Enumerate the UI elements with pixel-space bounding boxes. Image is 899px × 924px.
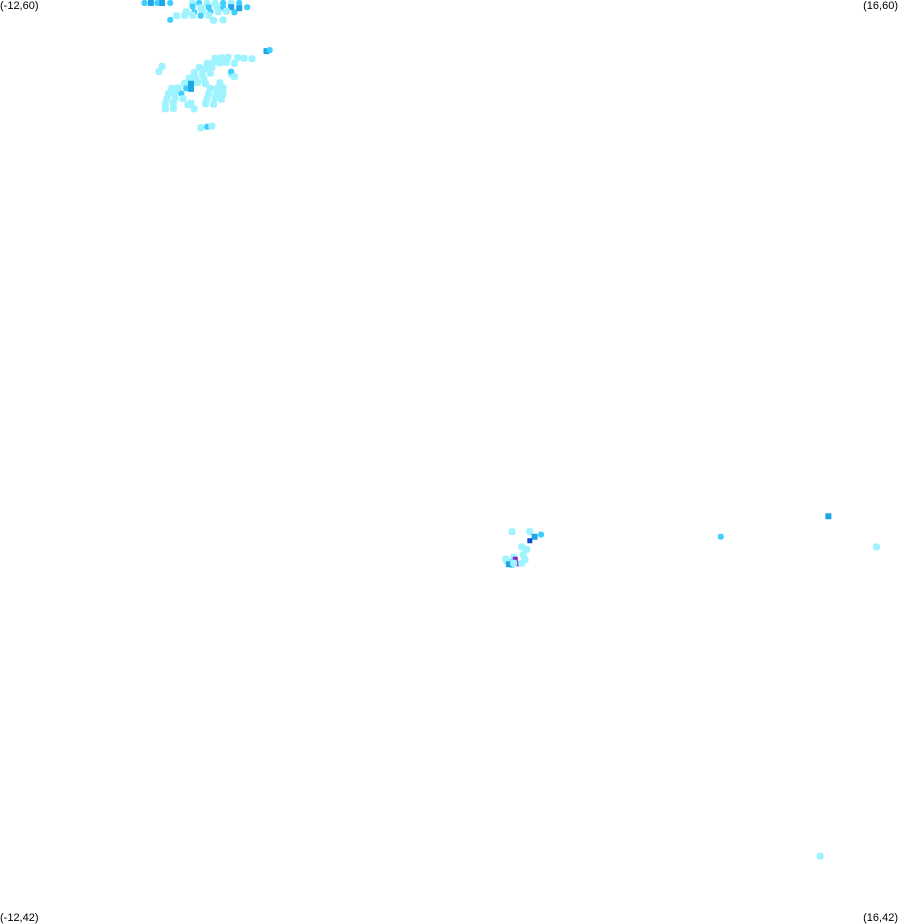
- radar-echo-light: [185, 74, 193, 82]
- radar-echo-strong: [147, 0, 154, 6]
- radar-echo-light: [206, 69, 214, 77]
- radar-echo-light: [205, 11, 213, 19]
- corner-label-bottom-left: (-12,42): [0, 912, 39, 924]
- radar-echo-light: [169, 104, 177, 112]
- radar-echo-light: [218, 95, 225, 103]
- radar-echo-medium: [205, 4, 212, 11]
- radar-echo-light: [184, 101, 192, 109]
- radar-echo-light: [161, 105, 169, 113]
- radar-echo-medium: [141, 0, 148, 6]
- radar-echo-light: [194, 79, 201, 87]
- radar-echo-medium: [538, 531, 544, 538]
- radar-echo-light: [508, 528, 516, 536]
- radar-echo-strong: [236, 5, 243, 12]
- corner-label-top-left: (-12,60): [0, 0, 39, 12]
- radar-echo-light: [181, 79, 189, 87]
- radar-echo-light: [214, 8, 222, 16]
- radar-echo-light: [210, 100, 217, 108]
- radar-echo-light: [190, 69, 198, 77]
- radar-echo-light: [202, 65, 209, 72]
- radar-echo-light: [173, 12, 181, 20]
- radar-echo-light: [521, 556, 529, 564]
- radar-echo-strong: [531, 533, 538, 540]
- radar-echo-light: [230, 59, 238, 67]
- radar-echo-medium: [167, 0, 174, 6]
- radar-echo-medium: [178, 90, 185, 97]
- radar-echo-medium: [220, 0, 227, 6]
- radar-echo-light: [510, 559, 518, 567]
- radar-echo-light: [197, 124, 205, 132]
- radar-echo-light: [219, 16, 227, 24]
- radar-echo-light: [211, 94, 219, 102]
- radar-echo-medium: [717, 533, 724, 540]
- radar-echo-light: [230, 73, 238, 81]
- radar-echo-medium: [266, 47, 273, 54]
- radar-echo-medium: [154, 0, 161, 6]
- radar-echo-light: [181, 11, 189, 19]
- radar-echo-light: [240, 54, 248, 62]
- radar-echo-light: [208, 122, 216, 130]
- radar-echo-strong: [825, 513, 832, 520]
- radar-echo-strong: [159, 0, 166, 6]
- radar-echo-light: [195, 64, 203, 71]
- radar-echo-medium: [244, 4, 251, 11]
- radar-echo-light: [248, 55, 256, 63]
- radar-echo-light: [873, 543, 880, 551]
- radar-echo-medium: [197, 12, 204, 19]
- radar-echo-light: [234, 54, 242, 62]
- radar-echo-light: [155, 68, 163, 76]
- radar-echo-medium: [167, 16, 174, 23]
- radar-echo-light: [202, 80, 209, 88]
- radar-echo-heavy: [527, 538, 533, 544]
- radar-echo-medium: [231, 9, 238, 16]
- radar-echo-medium: [183, 85, 190, 92]
- radar-echo-light: [179, 95, 187, 103]
- radar-echo-medium: [228, 68, 235, 75]
- radar-echo-light: [523, 545, 531, 553]
- radar-echo-light: [169, 99, 177, 107]
- corner-label-bottom-right: (16,42): [863, 912, 898, 924]
- corner-label-top-right: (16,60): [863, 0, 898, 12]
- radar-echo-medium: [236, 0, 243, 6]
- radar-echo-light: [190, 105, 198, 113]
- radar-echo-light: [208, 64, 216, 71]
- radar-echo-light: [222, 58, 230, 66]
- radar-echo-strong: [228, 4, 235, 11]
- radar-echo-light: [202, 100, 209, 108]
- radar-echo-light: [816, 852, 824, 860]
- radar-echo-light: [219, 84, 227, 92]
- radar-echo-light: [222, 7, 230, 15]
- radar-echo-light: [189, 11, 197, 19]
- radar-echo-light: [216, 59, 224, 67]
- radar-echo-strong: [188, 80, 194, 87]
- radar-echo-medium: [189, 3, 196, 10]
- radar-echo-light: [526, 528, 534, 536]
- radar-echo-strong: [188, 85, 194, 92]
- radar-echo-light: [210, 16, 217, 24]
